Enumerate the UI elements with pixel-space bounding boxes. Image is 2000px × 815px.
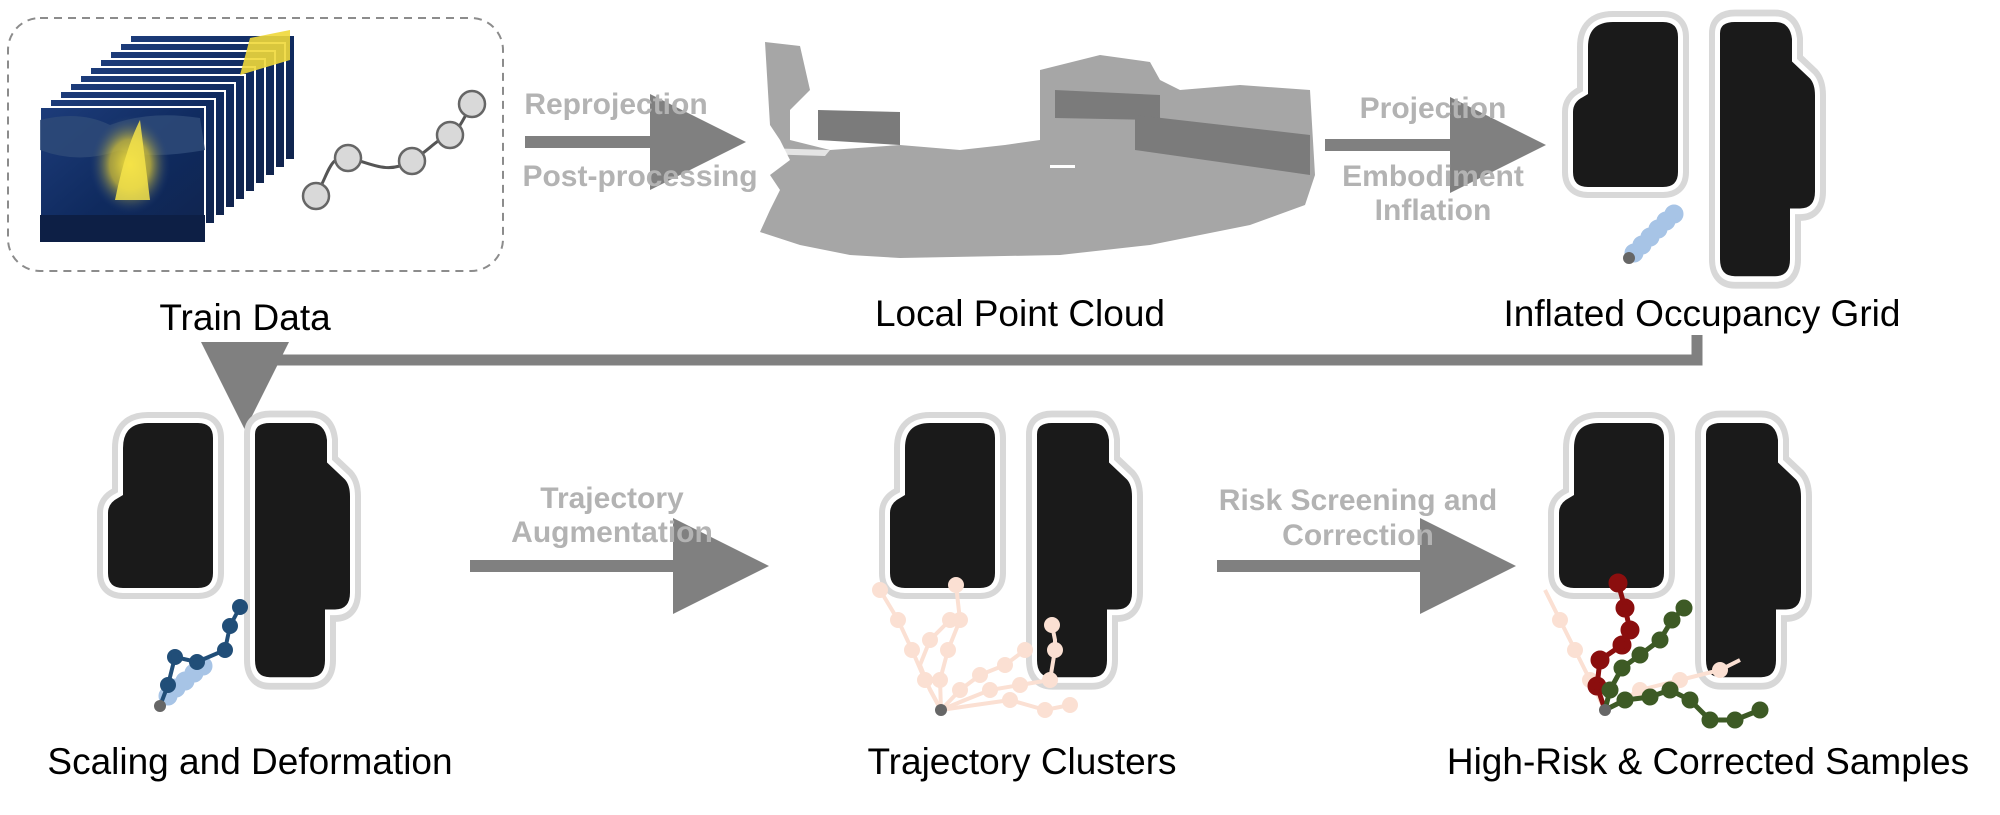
label-projection: Projection bbox=[1360, 92, 1507, 125]
train-data-box bbox=[7, 17, 504, 272]
caption-scaling: Scaling and Deformation bbox=[47, 741, 452, 782]
label-post-processing: Post-processing bbox=[522, 160, 757, 193]
start-point bbox=[1623, 252, 1635, 264]
start-point bbox=[1599, 704, 1611, 716]
scaling-panel: Scaling and Deformation bbox=[47, 423, 453, 782]
caption-local-point-cloud: Local Point Cloud bbox=[875, 293, 1165, 334]
start-point bbox=[935, 704, 947, 716]
caption-train-data: Train Data bbox=[159, 297, 331, 338]
original-trajectory bbox=[1624, 204, 1684, 263]
image-frame-stack bbox=[39, 30, 296, 243]
arrow-trajectory-augmentation: Trajectory Augmentation bbox=[470, 482, 769, 614]
label-embodiment: Embodiment bbox=[1342, 160, 1524, 193]
high-risk-trajectory bbox=[1587, 573, 1640, 711]
corrected-trajectories bbox=[1601, 599, 1769, 729]
occupancy-grid-panel: Inflated Occupancy Grid bbox=[1504, 22, 1901, 334]
point-cloud-shape bbox=[760, 42, 1315, 258]
train-data-panel: Train Data bbox=[7, 17, 504, 338]
high-risk-panel: High-Risk & Corrected Samples bbox=[1447, 423, 1969, 782]
trajectory-nodes bbox=[301, 89, 487, 211]
arrow-reprojection: Reprojection Post-processing bbox=[522, 88, 757, 193]
label-inflation: Inflation bbox=[1375, 194, 1492, 227]
label-reprojection: Reprojection bbox=[524, 88, 707, 121]
caption-inflated-grid: Inflated Occupancy Grid bbox=[1504, 293, 1901, 334]
deformed-trajectory bbox=[158, 599, 248, 707]
label-correction: Correction bbox=[1282, 519, 1434, 552]
caption-high-risk: High-Risk & Corrected Samples bbox=[1447, 741, 1969, 782]
clusters-panel: Trajectory Clusters bbox=[867, 423, 1177, 782]
label-trajectory: Trajectory bbox=[540, 482, 684, 515]
arrow-projection: Projection Embodiment Inflation bbox=[1325, 92, 1546, 227]
label-risk-screening: Risk Screening and bbox=[1219, 484, 1497, 517]
connector-arrow bbox=[201, 335, 1703, 430]
label-augmentation: Augmentation bbox=[511, 516, 713, 549]
cluster-trajectories bbox=[872, 577, 1078, 718]
arrow-risk-screening: Risk Screening and Correction bbox=[1217, 484, 1516, 614]
caption-clusters: Trajectory Clusters bbox=[867, 741, 1176, 782]
start-point bbox=[154, 700, 166, 712]
point-cloud-panel: Local Point Cloud bbox=[760, 42, 1315, 334]
